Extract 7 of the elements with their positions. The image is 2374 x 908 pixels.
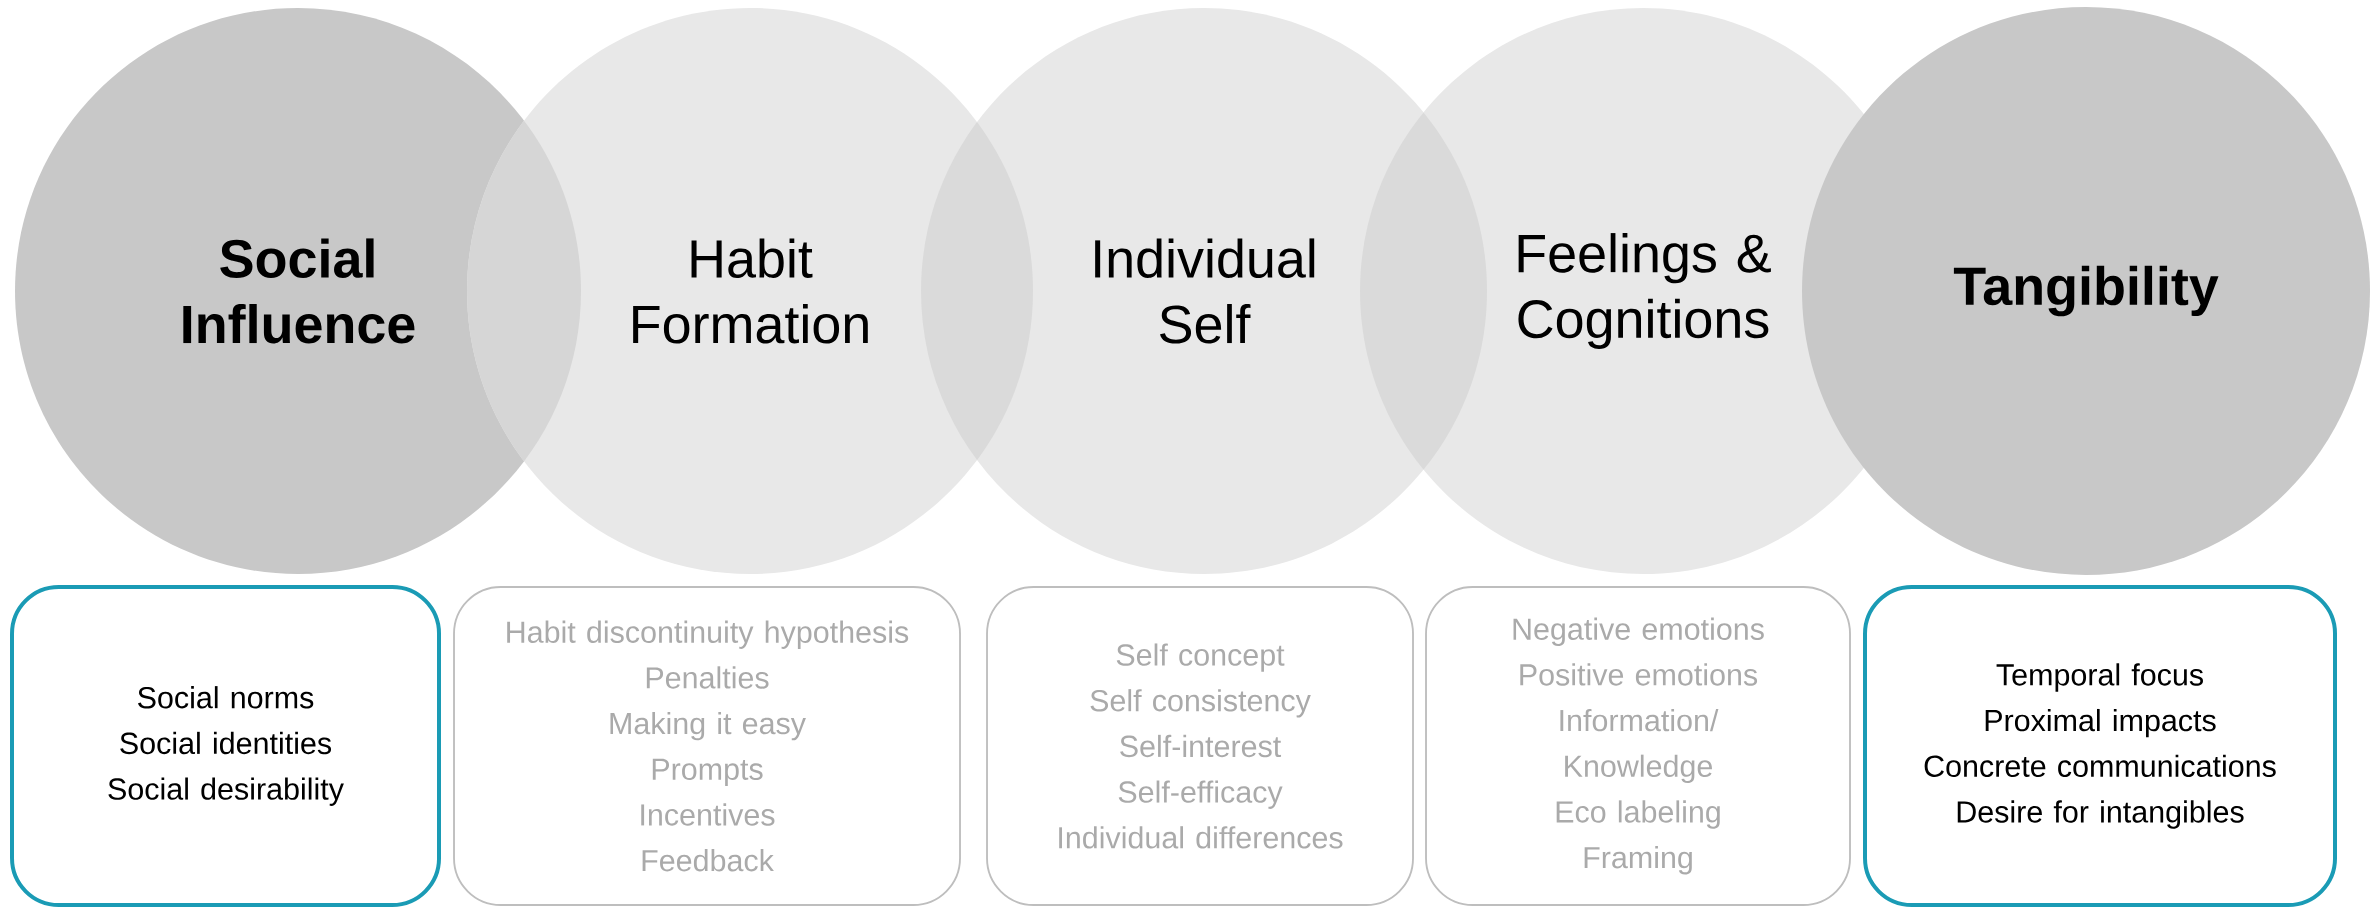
text-box: Negative emotions Positive emotions Information/ Knowledge Eco labeling Framing <box>1425 586 1851 906</box>
text-box: Self concept Self consistency Self-interest Self-efficacy Individual differences <box>986 586 1414 906</box>
node-label: Feelings & Cognitions <box>1518 233 1771 349</box>
node-label: Individual Self <box>1095 238 1315 344</box>
text-box: Social norms Social identities Social desirability <box>10 585 441 907</box>
text-box: Temporal focus Proximal impacts Concrete communications Desire for intangibles <box>1863 585 2337 907</box>
text-box: Habit discontinuity hypothesis Penalties Making it easy Prompts Incentives Feedback <box>453 586 961 906</box>
